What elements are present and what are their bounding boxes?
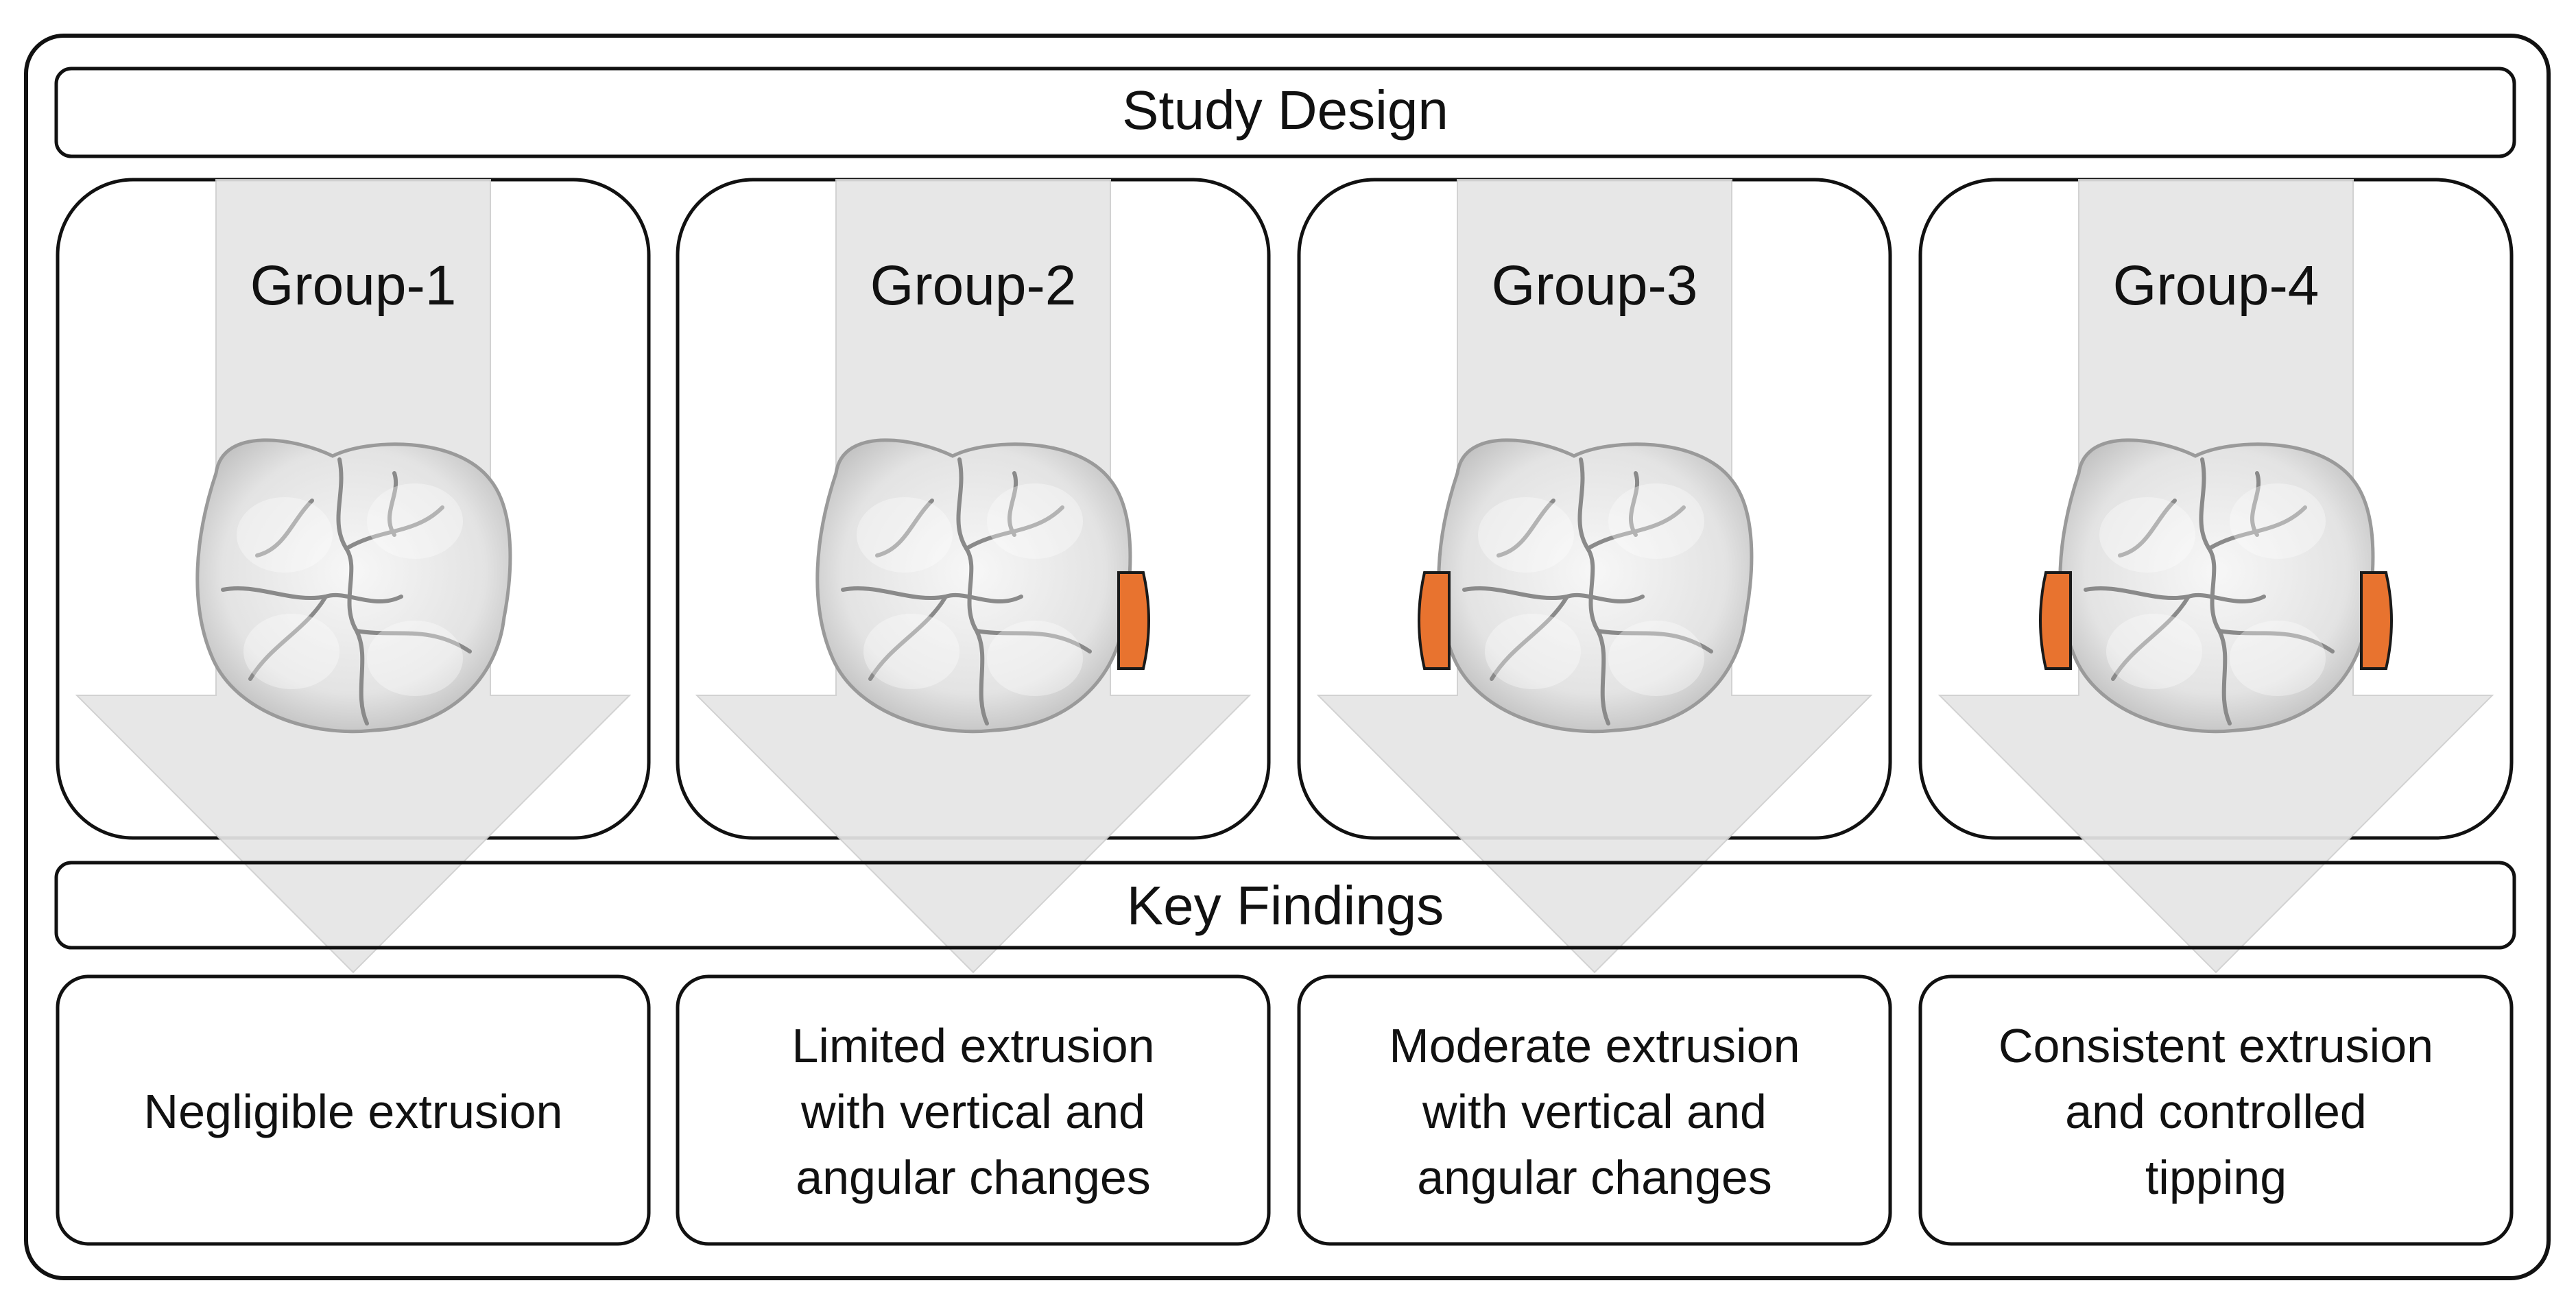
finding-box-frame (1297, 974, 1892, 1246)
group-panel-3: Group-3 (1297, 178, 1892, 974)
finding-text-line: with vertical and (800, 1085, 1145, 1138)
key-findings-header: Key Findings (54, 861, 2516, 950)
molar-tooth-occlusal-icon (815, 438, 1132, 734)
study-design-title: Study Design (1122, 80, 1448, 141)
finding-text-line: tipping (2145, 1151, 2287, 1204)
finding-text-line: Negligible extrusion (144, 1085, 563, 1138)
group-label: Group-1 (250, 254, 457, 317)
finding-text-line: Limited extrusion (791, 1019, 1154, 1072)
finding-text-line: with vertical and (1422, 1085, 1767, 1138)
groups-layer: Group-1 Group-2 Group-3 Group-4 (56, 178, 2514, 974)
group-panel-2: Group-2 (676, 178, 1271, 974)
finding-text-line: Consistent extrusion (1999, 1019, 2433, 1072)
orange-attachment-icon (2360, 571, 2393, 670)
molar-tooth-occlusal-icon (195, 438, 512, 734)
finding-box-1: Negligible extrusion (56, 974, 651, 1246)
finding-box-2: Limited extrusion with vertical and angula… (676, 974, 1271, 1246)
outer-frame (24, 34, 2551, 1280)
finding-box-3: Moderate extrusion with vertical and angul… (1297, 974, 1892, 1246)
study-design-header: Study Design (54, 67, 2516, 158)
finding-box-frame (676, 974, 1271, 1246)
molar-tooth-occlusal-icon (1437, 438, 1754, 734)
finding-box-frame (56, 974, 651, 1246)
group-panel-1: Group-1 (56, 178, 651, 974)
orange-attachment-icon (1117, 571, 1150, 670)
molar-tooth-occlusal-icon (2058, 438, 2375, 734)
orange-attachment-icon (2039, 571, 2072, 670)
group-panel-4: Group-4 (1918, 178, 2514, 974)
findings-layer: Negligible extrusion Limited extrusion wit… (56, 974, 2514, 1246)
group-label: Group-4 (2113, 254, 2319, 317)
group-label: Group-3 (1492, 254, 1698, 317)
key-findings-title: Key Findings (1127, 875, 1444, 936)
finding-text-line: angular changes (796, 1151, 1151, 1204)
orange-attachment-icon (1418, 571, 1451, 670)
finding-box-frame (1918, 974, 2514, 1246)
finding-text-line: and controlled (2065, 1085, 2367, 1138)
finding-text-line: Moderate extrusion (1389, 1019, 1800, 1072)
group-label: Group-2 (870, 254, 1077, 317)
finding-box-4: Consistent extrusion and controlled tippin… (1918, 974, 2514, 1246)
finding-text-line: angular changes (1417, 1151, 1772, 1204)
